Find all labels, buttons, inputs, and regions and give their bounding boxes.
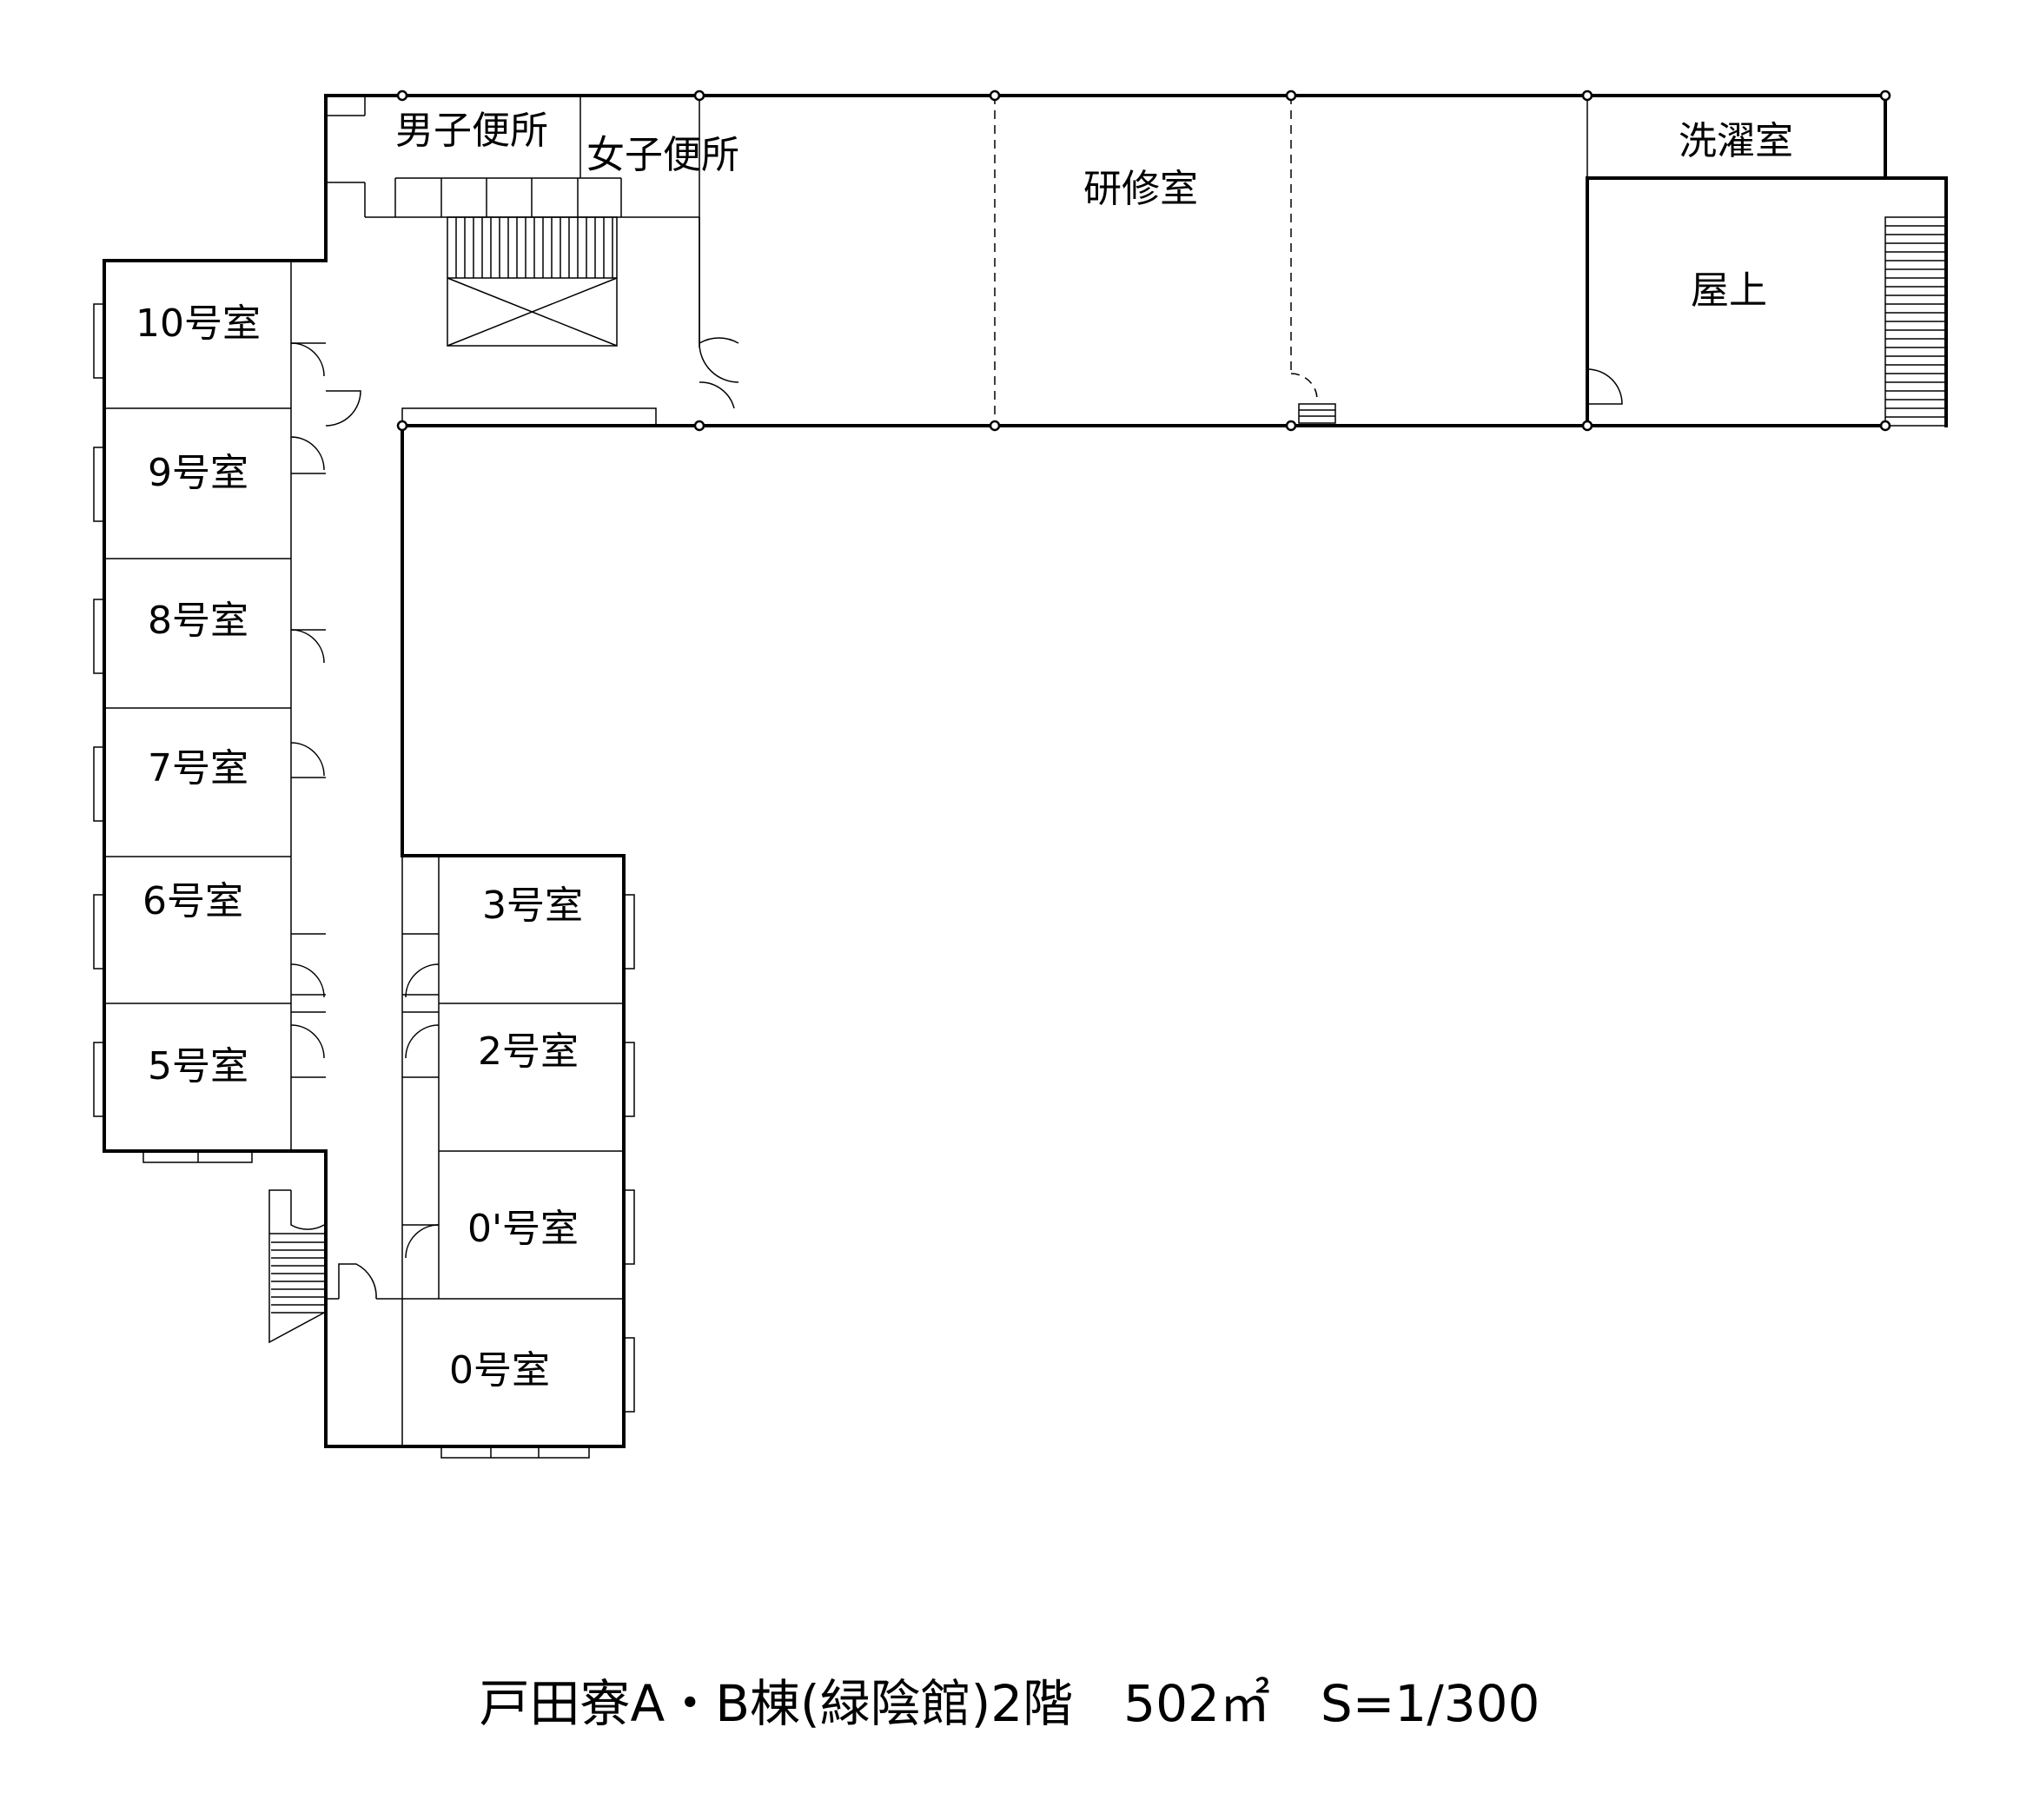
- window: [93, 894, 105, 970]
- stair-top: [447, 216, 618, 347]
- column-post: [1879, 89, 1891, 102]
- window: [93, 303, 105, 379]
- column-post: [1285, 89, 1297, 102]
- column-post: [989, 89, 1001, 102]
- laundry-walls: [1586, 96, 1885, 179]
- outer-walls: [103, 94, 1948, 1448]
- label-training-room: 研修室: [1083, 167, 1198, 211]
- column-post: [1581, 89, 1593, 102]
- column-post: [396, 420, 408, 432]
- left-windows: [93, 303, 105, 1117]
- right-wing: [401, 856, 624, 1446]
- label-room-10: 10号室: [136, 301, 261, 346]
- room-labels: 男子便所 女子便所 研修室 洗濯室 屋上 10号室 9号室 8号室 7号室 6号…: [136, 109, 1793, 1393]
- label-room-0: 0号室: [449, 1348, 550, 1393]
- column-post: [693, 89, 705, 102]
- corridor-door: [325, 390, 361, 427]
- label-room-3: 3号室: [482, 884, 583, 928]
- column-post: [396, 89, 408, 102]
- room5-bottom-window: [142, 1150, 253, 1163]
- window: [623, 1042, 635, 1117]
- window: [623, 1337, 635, 1413]
- room0-bottom-window: [440, 1446, 590, 1459]
- door-swing: [405, 1024, 440, 1059]
- window: [623, 1189, 635, 1265]
- label-mens-toilet: 男子便所: [395, 109, 548, 153]
- window: [93, 447, 105, 522]
- stair-right: [1884, 216, 1947, 427]
- entry-door: [338, 1263, 377, 1300]
- column-post: [693, 420, 705, 432]
- door-swing: [405, 1224, 440, 1259]
- door-swing: [290, 629, 325, 664]
- top-corridor-wall: [401, 407, 657, 427]
- label-room-2: 2号室: [478, 1029, 579, 1074]
- label-room-7: 7号室: [148, 746, 248, 791]
- label-room-0-prime: 0'号室: [467, 1207, 579, 1251]
- stair-lower-left: [268, 1189, 327, 1344]
- column-post: [1879, 420, 1891, 432]
- window: [93, 746, 105, 822]
- label-rooftop: 屋上: [1691, 268, 1767, 313]
- window: [93, 1042, 105, 1117]
- door-swing: [290, 436, 325, 471]
- left-wing: [104, 261, 326, 1151]
- rooftop-door: [1586, 368, 1623, 405]
- door-swing: [290, 1024, 325, 1059]
- window: [623, 894, 635, 970]
- label-laundry: 洗濯室: [1679, 119, 1793, 163]
- label-room-9: 9号室: [148, 451, 248, 495]
- door-swing: [290, 742, 325, 777]
- window: [93, 599, 105, 674]
- right-windows: [623, 894, 635, 1413]
- door-swing: [405, 963, 440, 998]
- training-room-dividers: [994, 96, 1336, 426]
- label-womens-toilet: 女子便所: [586, 133, 739, 177]
- column-posts: [396, 89, 1891, 432]
- column-post: [1581, 420, 1593, 432]
- plan-caption: 戸田寮A・B棟(緑陰館)2階 502㎡ S=1/300: [480, 1674, 1540, 1733]
- column-post: [1285, 420, 1297, 432]
- label-room-8: 8号室: [148, 599, 248, 643]
- door-swing: [290, 342, 325, 377]
- left-room-doors: [290, 342, 325, 1059]
- label-room-6: 6号室: [142, 879, 243, 923]
- right-room-doors: [405, 963, 440, 1259]
- label-room-5: 5号室: [148, 1044, 248, 1089]
- door-swing: [699, 337, 739, 383]
- column-post: [989, 420, 1001, 432]
- door-swing: [290, 963, 325, 998]
